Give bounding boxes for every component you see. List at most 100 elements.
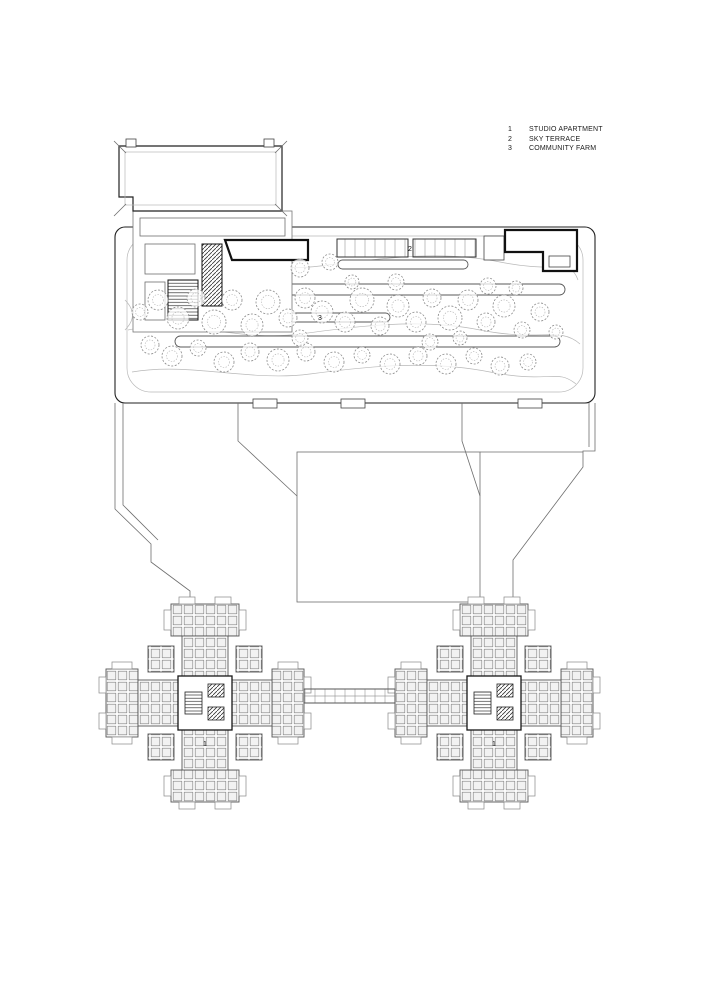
link-bridge — [303, 688, 396, 704]
tree-icon — [186, 288, 206, 308]
legend-item-sky-terrace: 2 SKY TERRACE — [508, 136, 603, 145]
tree-inner-icon — [244, 346, 256, 358]
tree-icon — [131, 303, 149, 321]
plan-label-sky-terrace: 2 — [408, 246, 412, 253]
tree-icon — [530, 302, 550, 322]
tree-inner-icon — [511, 283, 521, 293]
tree-icon — [457, 289, 479, 311]
roof-inner-line — [124, 151, 277, 206]
tree-icon — [161, 345, 183, 367]
tree-icon — [201, 309, 227, 335]
tree-inner-icon — [152, 294, 164, 306]
tree-inner-icon — [391, 299, 405, 313]
tree-inner-icon — [374, 320, 386, 332]
tree-inner-icon — [295, 333, 305, 343]
tree-icon — [166, 306, 190, 330]
tree-inner-icon — [480, 316, 492, 328]
tree-icon — [437, 305, 463, 331]
plan-label-tower-left: 1 — [203, 741, 207, 748]
plan-label-community-farm: 3 — [318, 315, 322, 322]
legend: 1 STUDIO APARTMENT 2 SKY TERRACE 3 COMMU… — [508, 126, 603, 154]
corner-ticks — [113, 140, 288, 217]
tree-inner-icon — [325, 257, 335, 267]
core-wall — [223, 238, 310, 262]
core-room — [144, 243, 196, 275]
roof-outline — [118, 145, 283, 212]
tree-inner-icon — [517, 325, 527, 335]
tree-inner-icon — [410, 316, 422, 328]
tree-inner-icon — [282, 312, 294, 324]
tree-inner-icon — [523, 357, 533, 367]
tree-inner-icon — [245, 318, 259, 332]
tree-inner-icon — [534, 306, 546, 318]
legend-key-label: SKY TERRACE — [529, 135, 581, 143]
tree-inner-icon — [190, 292, 202, 304]
tree-icon — [321, 253, 339, 271]
tree-icon — [379, 353, 401, 375]
tree-icon — [490, 356, 510, 376]
roof-building — [113, 138, 288, 217]
tree-inner-icon — [357, 350, 367, 360]
core-corridor — [139, 217, 286, 237]
tree-inner-icon — [551, 327, 561, 337]
legend-key-number: 1 — [508, 126, 513, 133]
planter-box — [483, 235, 505, 261]
tree-icon — [349, 287, 375, 313]
tree-icon — [492, 294, 516, 318]
legend-item-studio-apartment: 1 STUDIO APARTMENT — [508, 126, 603, 135]
tree-icon — [370, 316, 390, 336]
roof-stub — [125, 138, 137, 148]
tree-icon — [296, 342, 316, 362]
tree-inner-icon — [494, 360, 506, 372]
tree-icon — [386, 294, 410, 318]
tree-inner-icon — [347, 277, 357, 287]
tree-inner-icon — [193, 343, 203, 353]
tree-inner-icon — [135, 307, 145, 317]
tree-icon — [255, 289, 281, 315]
tree-icon — [508, 280, 524, 296]
pergola — [412, 238, 477, 258]
tree-icon — [421, 333, 439, 351]
tree-icon — [291, 329, 309, 347]
tree-inner-icon — [339, 316, 351, 328]
tree-icon — [221, 289, 243, 311]
podium-outline — [114, 403, 596, 606]
tree-icon — [452, 330, 468, 346]
tree-inner-icon — [391, 277, 401, 287]
tree-inner-icon — [455, 333, 465, 343]
tree-icon — [422, 288, 442, 308]
legend-key-label: STUDIO APARTMENT — [529, 126, 603, 133]
central-void — [296, 451, 481, 603]
tree-icon — [387, 273, 405, 291]
tree-inner-icon — [412, 350, 424, 362]
tree-icon — [140, 335, 160, 355]
deck-edge-tab — [517, 398, 543, 409]
tree-icon — [513, 321, 531, 339]
tree-inner-icon — [226, 294, 238, 306]
legend-key-number: 3 — [508, 145, 513, 152]
legend-item-community-farm: 3 COMMUNITY FARM — [508, 145, 603, 154]
deck-edge-tab — [252, 398, 278, 409]
plan-label-tower-right: 1 — [492, 741, 496, 748]
lift-shaft-icon — [201, 243, 223, 307]
tree-inner-icon — [462, 294, 474, 306]
tree-icon — [344, 274, 360, 290]
tree-inner-icon — [261, 295, 275, 309]
tree-icon — [479, 277, 497, 295]
tree-inner-icon — [218, 356, 230, 368]
tree-inner-icon — [469, 351, 479, 361]
tree-inner-icon — [497, 299, 511, 313]
tree-icon — [405, 311, 427, 333]
tree-icon — [408, 346, 428, 366]
tree-inner-icon — [483, 281, 493, 291]
tree-inner-icon — [315, 305, 329, 319]
tree-inner-icon — [299, 292, 311, 304]
tree-icon — [240, 342, 260, 362]
tree-icon — [147, 289, 169, 311]
planters — [336, 228, 579, 273]
tree-icon — [323, 351, 345, 373]
tree-inner-icon — [425, 337, 435, 347]
legend-key-label: COMMUNITY FARM — [529, 145, 597, 152]
